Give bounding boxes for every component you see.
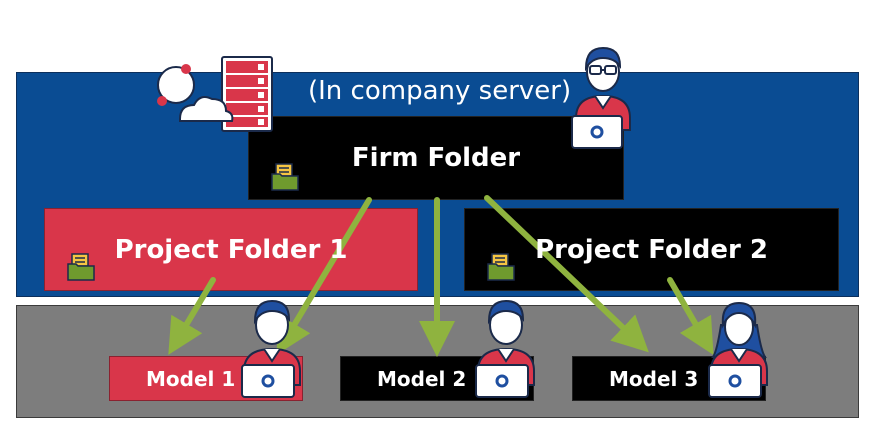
model-1-label: Model 1	[146, 366, 236, 391]
folder-icon	[271, 163, 299, 191]
project-folder-2-label: Project Folder 2	[535, 234, 768, 265]
server-cloud-icon	[157, 56, 273, 132]
server-label: (In company server)	[308, 76, 572, 106]
user-laptop-icon	[708, 301, 768, 398]
project-folder-1[interactable]: Project Folder 1	[44, 208, 418, 291]
user-laptop-icon	[475, 299, 535, 398]
firm-folder[interactable]: Firm Folder	[248, 116, 624, 200]
user-laptop-icon	[241, 299, 301, 398]
folder-icon	[487, 253, 515, 281]
project-folder-2[interactable]: Project Folder 2	[464, 208, 839, 291]
admin-user-icon	[571, 46, 631, 149]
project-folder-1-label: Project Folder 1	[114, 234, 348, 265]
model-2-label: Model 2	[377, 366, 467, 391]
folder-icon	[67, 253, 95, 281]
firm-folder-label: Firm Folder	[351, 143, 521, 173]
model-3-label: Model 3	[609, 366, 699, 391]
